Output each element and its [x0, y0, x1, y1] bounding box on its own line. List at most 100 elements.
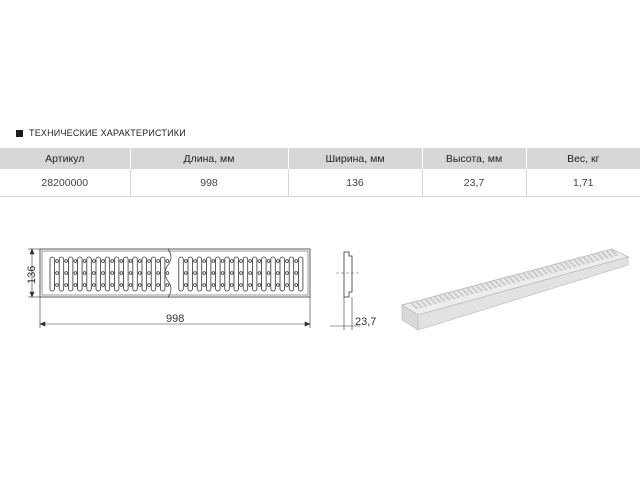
grate-hole — [193, 259, 197, 263]
grate-slot — [104, 256, 111, 292]
grate-3d-slot — [595, 252, 605, 260]
cell-weight: 1,71 — [525, 169, 640, 197]
grate-3d-slot — [591, 254, 600, 262]
grate-3d-slot — [460, 288, 470, 296]
grate-3d-slot — [507, 276, 517, 284]
cell-article: 28200000 — [0, 169, 130, 197]
grate-hole — [128, 271, 133, 275]
grate-slot — [196, 256, 203, 292]
grate-3d-slot — [581, 256, 591, 264]
width-dimension — [28, 248, 40, 298]
grate-hole — [285, 271, 289, 275]
grate-hole — [110, 283, 114, 287]
grate-hole — [101, 283, 105, 287]
grate-3d-slot — [549, 265, 559, 273]
header-length: Длина, мм — [129, 148, 288, 169]
grate-3d-slot — [512, 275, 521, 283]
grate-3d-slot — [414, 300, 424, 308]
grate-hole — [285, 259, 289, 263]
grate-hole — [64, 271, 68, 275]
grate-hole — [275, 271, 280, 275]
grate-3d-slot — [423, 298, 433, 306]
grate-3d-slot — [465, 287, 475, 295]
grate-slot — [261, 256, 267, 292]
grate-hole — [147, 259, 151, 263]
grate-hole — [193, 271, 197, 275]
grate-hole — [156, 271, 161, 275]
grate-hole — [101, 259, 105, 263]
grate-hole — [73, 283, 78, 287]
grate-hole — [285, 283, 289, 287]
grate-slot — [187, 256, 193, 292]
specs-table: Артикул Длина, мм Ширина, мм Высота, мм … — [0, 148, 640, 197]
grate-3d-slot — [409, 302, 419, 310]
grate-slot — [215, 256, 221, 292]
grate-slot — [77, 256, 83, 292]
grate-hole — [257, 259, 262, 263]
width-dimension-label: 136 — [26, 266, 38, 284]
grate-hole — [92, 271, 96, 275]
grate-inner-outline — [41, 250, 309, 296]
grate-hole — [119, 283, 124, 287]
grate-slot — [205, 256, 212, 292]
cell-length: 998 — [129, 169, 288, 197]
grate-hole — [230, 259, 234, 263]
grate-hole — [294, 259, 299, 263]
grate-slot — [132, 256, 138, 292]
grate-3d-slot — [539, 267, 549, 275]
break-line — [164, 248, 172, 298]
grate-3d-slot — [572, 259, 582, 267]
cell-width: 136 — [287, 169, 422, 197]
grate-hole — [119, 259, 124, 263]
grate-hole — [147, 271, 151, 275]
grate-3d-slot — [553, 264, 563, 271]
grate-3d-slots — [409, 249, 619, 310]
grate-hole — [156, 259, 161, 263]
grate-slot — [114, 256, 120, 292]
grate-slot — [251, 256, 258, 292]
grate-3d-slot — [419, 299, 428, 307]
grate-slot — [49, 256, 55, 292]
grate-hole — [82, 283, 87, 287]
grate-hole — [119, 271, 124, 275]
grate-slot — [58, 256, 65, 292]
grate-slot — [95, 256, 101, 292]
grate-hole — [147, 283, 151, 287]
grate-3d-slot — [605, 250, 614, 258]
length-dimension-label: 998 — [166, 313, 184, 325]
grate-hole — [184, 271, 188, 275]
grate-3d-slot — [535, 268, 545, 276]
grate-hole — [55, 259, 59, 263]
grate-3d-slot — [502, 277, 512, 285]
grate-hole — [55, 271, 59, 275]
grate-hole — [184, 259, 188, 263]
grate-hole — [248, 283, 253, 287]
grate-slot — [279, 256, 285, 292]
grate-hole — [266, 271, 271, 275]
grate-3d-slot — [456, 289, 466, 297]
grate-3d-slot — [474, 284, 484, 292]
grate-hole — [239, 271, 243, 275]
grate-hole — [220, 259, 225, 263]
grate-hole — [138, 271, 142, 275]
grate-3d-slot — [484, 282, 493, 290]
grate-hole — [128, 259, 133, 263]
grate-3d-slot — [563, 261, 572, 269]
header-width: Ширина, мм — [287, 148, 422, 169]
grate-3d-slot — [558, 262, 568, 270]
grate-hole — [220, 271, 225, 275]
grate-hole — [193, 283, 197, 287]
grate-3d-slot — [498, 278, 507, 286]
grate-slot — [242, 256, 249, 292]
length-dimension — [39, 297, 311, 328]
cell-height: 23,7 — [421, 169, 526, 197]
grate-3d-slot — [493, 280, 503, 287]
grate-3d-slot — [577, 257, 586, 265]
grate-hole — [248, 259, 253, 263]
grate-hole — [138, 259, 142, 263]
grate-hole — [266, 283, 271, 287]
grate-slot — [288, 256, 295, 292]
grate-hole — [165, 271, 170, 275]
grate-hole — [92, 259, 96, 263]
grate-hole — [110, 271, 114, 275]
